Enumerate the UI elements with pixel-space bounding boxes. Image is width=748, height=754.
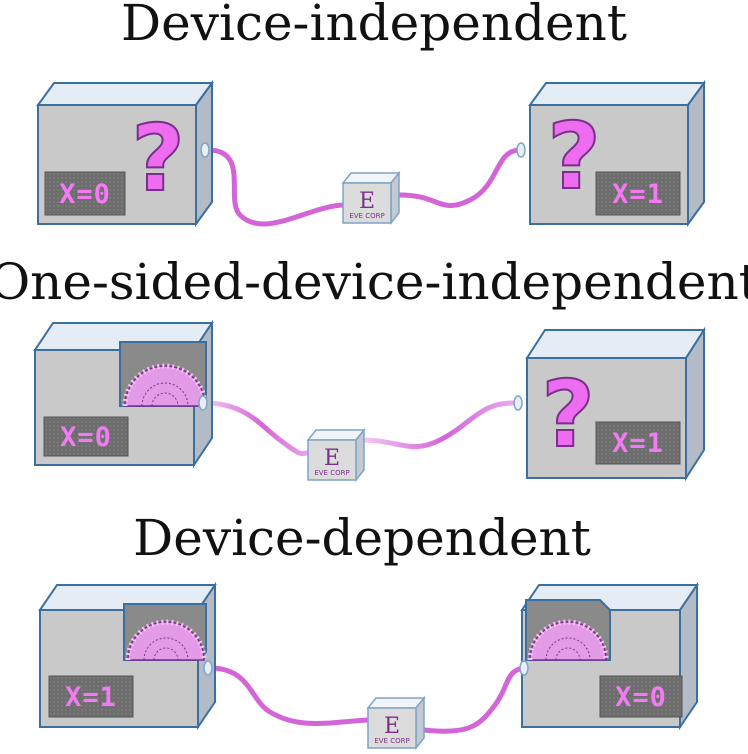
eve-source: E EVE CORP — [341, 170, 401, 226]
display-readout: X=1 — [65, 682, 117, 713]
right-device: X=1 ? — [516, 79, 706, 228]
measurement-display — [599, 675, 683, 718]
section-title: Device-independent — [121, 0, 627, 52]
right-device: X=1 ? — [513, 326, 706, 482]
eve-corp-label: EVE CORP — [349, 212, 384, 220]
gear-icon — [527, 619, 609, 661]
display-readout: X=1 — [612, 428, 664, 459]
question-mark-icon: ? — [131, 105, 184, 212]
question-mark-icon: ? — [547, 103, 600, 210]
eve-letter: E — [324, 446, 340, 471]
question-mark-icon: ? — [541, 361, 594, 468]
section-one-sided-device-independent: One-sided-device-independent X=0 E — [0, 253, 748, 483]
measurement-display — [44, 171, 126, 216]
right-device: X=0 — [519, 581, 699, 731]
section-device-independent: Device-independent X=0 ? E EVE CORP — [36, 0, 706, 228]
device-port — [200, 142, 210, 158]
gear-icon — [122, 363, 208, 407]
eve-letter: E — [384, 714, 400, 739]
eve-letter: E — [359, 189, 375, 214]
display-readout: X=0 — [615, 682, 667, 713]
device-port — [513, 395, 523, 411]
cable-right — [359, 400, 515, 450]
measurement-display — [43, 416, 129, 457]
left-device: X=1 — [38, 581, 217, 731]
device-port — [516, 142, 526, 158]
eve-source: E EVE CORP — [366, 695, 426, 751]
eve-corp-label: EVE CORP — [374, 737, 409, 745]
section-device-dependent: Device-dependent X=1 E EVE CORP — [38, 509, 699, 751]
left-device: X=0 ? — [36, 79, 214, 228]
left-device: X=0 — [33, 319, 214, 469]
section-title: Device-dependent — [133, 509, 591, 567]
measurement-display — [595, 171, 681, 216]
eve-source: E EVE CORP — [306, 427, 366, 483]
display-readout: X=0 — [60, 422, 112, 453]
cable-right — [421, 665, 531, 734]
measurement-display — [48, 675, 134, 718]
device-port — [203, 660, 213, 676]
section-title: One-sided-device-independent — [0, 253, 748, 311]
display-readout: X=0 — [59, 179, 111, 210]
eve-corp-label: EVE CORP — [314, 469, 349, 477]
cable-left — [202, 400, 313, 456]
device-top-face — [36, 82, 214, 106]
gear-icon — [125, 619, 207, 661]
device-port — [519, 660, 529, 676]
measurement-display — [595, 421, 681, 465]
device-port — [198, 395, 208, 411]
display-readout: X=1 — [612, 179, 664, 210]
cable-left — [207, 665, 371, 726]
cable-left — [205, 147, 348, 227]
cable-right — [397, 147, 523, 209]
